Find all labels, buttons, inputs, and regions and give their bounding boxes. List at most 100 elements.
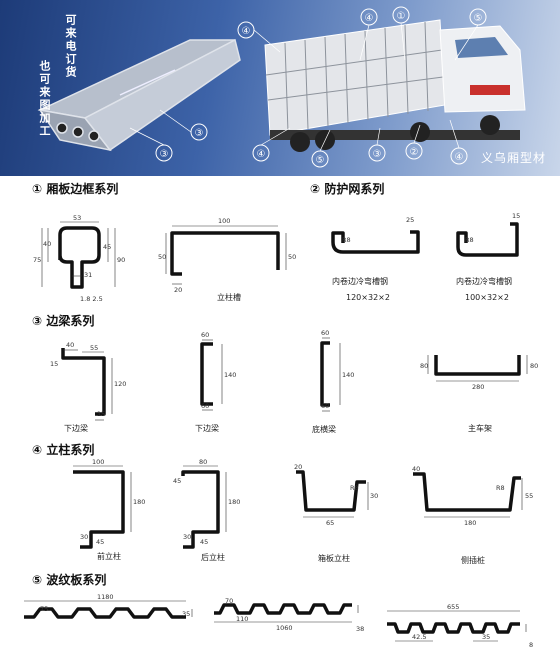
label-box-post: 箱板立柱 xyxy=(318,554,350,563)
dim: 25 xyxy=(406,216,415,224)
label-front-post: 前立柱 xyxy=(97,552,121,561)
dim: 140 xyxy=(342,371,355,379)
dim: 42.5 xyxy=(412,633,427,641)
label-spec-1: 120×32×2 xyxy=(346,293,390,302)
order-text: 可来电订货 xyxy=(64,14,77,79)
dim: 8 xyxy=(529,641,534,649)
dim: 45 xyxy=(103,243,112,251)
dim: 20 xyxy=(294,463,303,471)
dim: 180 xyxy=(228,498,241,506)
dim: 60 xyxy=(321,402,330,410)
frame-profile xyxy=(58,226,101,289)
inner-roll-channel-100 xyxy=(456,222,519,257)
truck-illustration xyxy=(264,19,526,152)
rear-post-profile xyxy=(181,470,220,549)
callout-2: ② xyxy=(410,147,419,158)
dim: 1180 xyxy=(97,593,114,601)
dim: 40 xyxy=(412,465,421,473)
bottom-beam-profile xyxy=(320,341,330,407)
dim: 45 xyxy=(200,538,209,546)
dim: R8 xyxy=(496,484,505,492)
dim: 45 xyxy=(173,477,182,485)
label-inner-roll-1: 内卷边冷弯槽钢 xyxy=(332,277,388,286)
section-beam-series: ③ 边梁系列 xyxy=(32,314,95,328)
main-frame-profile xyxy=(434,355,521,376)
dim: 50 xyxy=(158,253,167,261)
dim: 30 xyxy=(370,492,379,500)
pillar-channel-profile xyxy=(170,231,280,276)
dim: 15 xyxy=(97,410,106,418)
dim: 180 xyxy=(133,498,146,506)
callout-4b: ④ xyxy=(365,13,374,24)
dim: 40 xyxy=(66,341,75,349)
dim: 100 xyxy=(92,458,105,466)
section-corrugated-series: ⑤ 波纹板系列 xyxy=(32,573,107,587)
dim: 280 xyxy=(472,383,485,391)
dim: 70 xyxy=(225,597,234,605)
dim: 65 xyxy=(326,519,335,527)
callout-1: ① xyxy=(397,11,406,22)
label-lower-beam-2: 下边梁 xyxy=(195,424,219,433)
box-post-profile xyxy=(296,470,366,512)
dim: 53 xyxy=(73,214,82,222)
dim: 75 xyxy=(40,605,49,613)
label-pillar-channel: 立柱槽 xyxy=(217,293,241,302)
dim: 110 xyxy=(236,615,249,623)
dim: 100 xyxy=(218,217,231,225)
front-post-profile xyxy=(73,470,125,549)
dim: 75 xyxy=(33,256,42,264)
dim: 90 xyxy=(117,256,126,264)
corrugated-1180-profile xyxy=(24,607,186,619)
dim: 60 xyxy=(201,331,210,339)
dim: 60 xyxy=(201,402,210,410)
dim: 31 xyxy=(84,271,93,279)
callout-5b: ⑤ xyxy=(316,155,325,166)
section-guard-series: ② 防护网系列 xyxy=(310,182,385,196)
dim: 15 xyxy=(512,212,521,220)
callout-3b: ③ xyxy=(160,149,169,160)
truck-frame-illustration: ④ ④ ① ⑤ ③ ③ ④ ⑤ ③ ② ④ xyxy=(37,6,526,168)
callout-3a: ③ xyxy=(195,128,204,139)
dim: 38 xyxy=(356,625,365,633)
label-inner-roll-2: 内卷边冷弯槽钢 xyxy=(456,277,512,286)
dim: 15 xyxy=(50,360,59,368)
corrugated-655-profile xyxy=(387,622,520,634)
dim: 55 xyxy=(525,492,534,500)
dim: 50 xyxy=(288,253,297,261)
label-rear-post: 后立柱 xyxy=(201,553,225,562)
callout-4c: ④ xyxy=(257,149,266,160)
callout-5a: ⑤ xyxy=(474,13,483,24)
frame-illustration xyxy=(37,38,241,152)
dim: 180 xyxy=(464,519,477,527)
dim: 80 xyxy=(199,458,208,466)
section-frame-series: ① 厢板边框系列 xyxy=(32,182,119,196)
dim: R8 xyxy=(342,236,351,244)
callout-4a: ④ xyxy=(242,26,251,37)
dim: 1.8 2.5 xyxy=(80,295,103,303)
label-bottom-beam: 底横梁 xyxy=(312,425,336,434)
dim: 30 xyxy=(183,533,192,541)
dim: R8 xyxy=(465,236,474,244)
section-post-series: ④ 立柱系列 xyxy=(32,443,95,457)
dim: 120 xyxy=(114,380,127,388)
product-banner: ④ ④ ① ⑤ ③ ③ ④ ⑤ ③ ② ④ 可来电订货 也可来图加工 义乌厢型材 xyxy=(0,0,560,176)
dim: 60 xyxy=(321,329,330,337)
dim: 35 xyxy=(482,633,491,641)
brand-label: 义乌厢型材 xyxy=(480,151,546,165)
dim: 655 xyxy=(447,603,460,611)
dim: 140 xyxy=(224,371,237,379)
dim: 45 xyxy=(96,538,105,546)
dim: 80 xyxy=(420,362,429,370)
label-spec-2: 100×32×2 xyxy=(465,293,509,302)
label-main-frame: 主车架 xyxy=(468,424,492,433)
label-side-post: 侧插桩 xyxy=(461,556,485,565)
dim: 30 xyxy=(80,533,89,541)
dim: 80 xyxy=(530,362,539,370)
dim: R8 xyxy=(350,484,359,492)
side-post-profile xyxy=(413,472,521,512)
corrugated-1060-profile xyxy=(214,603,352,615)
callout-3c: ③ xyxy=(373,149,382,160)
dim: 1060 xyxy=(276,624,293,632)
dim: 35 xyxy=(182,610,191,618)
